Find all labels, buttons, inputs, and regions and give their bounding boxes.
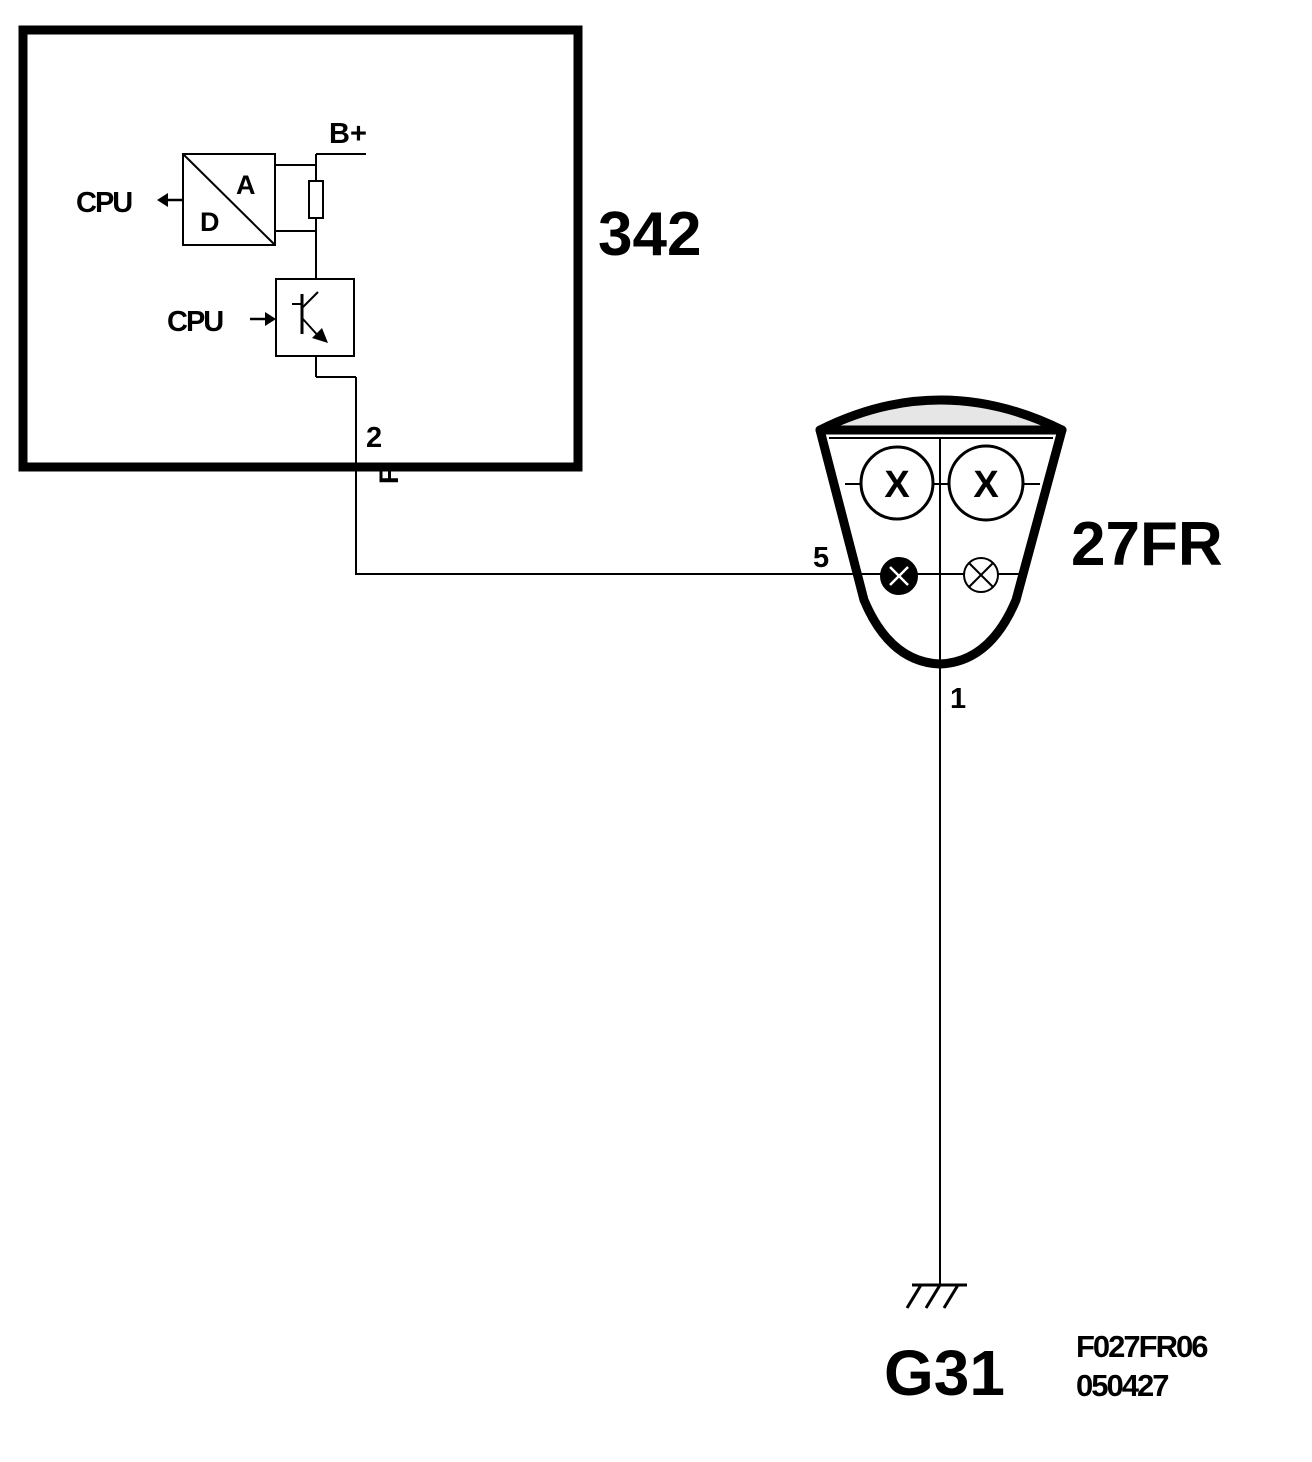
module-pin-label: 2 — [366, 422, 382, 454]
ad-analog-label: A — [236, 170, 256, 200]
ground-id-label: G31 — [884, 1337, 1005, 1409]
drawing-code: F027FR06 — [1076, 1329, 1208, 1364]
pullup-resistor-branch: B+ — [275, 118, 367, 279]
lamp-ground-pin-label: 1 — [950, 683, 966, 715]
ad-cpu-label: CPU — [76, 187, 132, 219]
supply-label: B+ — [329, 118, 367, 150]
lamp-id-label: 27FR — [1071, 510, 1223, 579]
module-id-label: 342 — [598, 200, 701, 269]
drawing-date-code: 050427 — [1076, 1368, 1168, 1403]
lamp-signal-pin-label: 5 — [813, 542, 829, 574]
transistor-driver-box — [275, 278, 355, 357]
ground-icon — [905, 1283, 967, 1309]
bulb-left-upper-icon — [859, 445, 935, 521]
bulb-left-lower-active — [880, 557, 918, 595]
lamp-27fr: X X 27FR 5 1 — [813, 395, 1223, 715]
module-342: A D CPU B+ — [18, 25, 701, 485]
driver-cpu-label: CPU — [167, 306, 223, 338]
wire-color-label: F — [374, 468, 404, 485]
bulb-left-upper-label: X — [884, 464, 910, 506]
ad-converter: A D CPU — [76, 153, 276, 246]
ad-converter-diagonal — [182, 153, 276, 246]
ad-cpu-arrow-icon — [157, 193, 168, 207]
bulb-right-upper-label: X — [973, 464, 999, 506]
bulb-right-upper-icon — [947, 444, 1025, 522]
transistor-driver: CPU — [167, 278, 357, 467]
signal-wire — [355, 467, 858, 575]
transistor-icon — [292, 291, 328, 343]
resistor-icon — [308, 180, 324, 219]
driver-cpu-arrow-icon — [265, 312, 276, 326]
ad-digital-label: D — [200, 207, 220, 237]
bulb-right-lower — [963, 557, 999, 593]
lamp-lens — [815, 395, 1067, 435]
bulb-right-upper: X — [947, 444, 1025, 522]
module-342-outline — [18, 25, 583, 472]
bulb-left-upper: X — [859, 445, 935, 521]
